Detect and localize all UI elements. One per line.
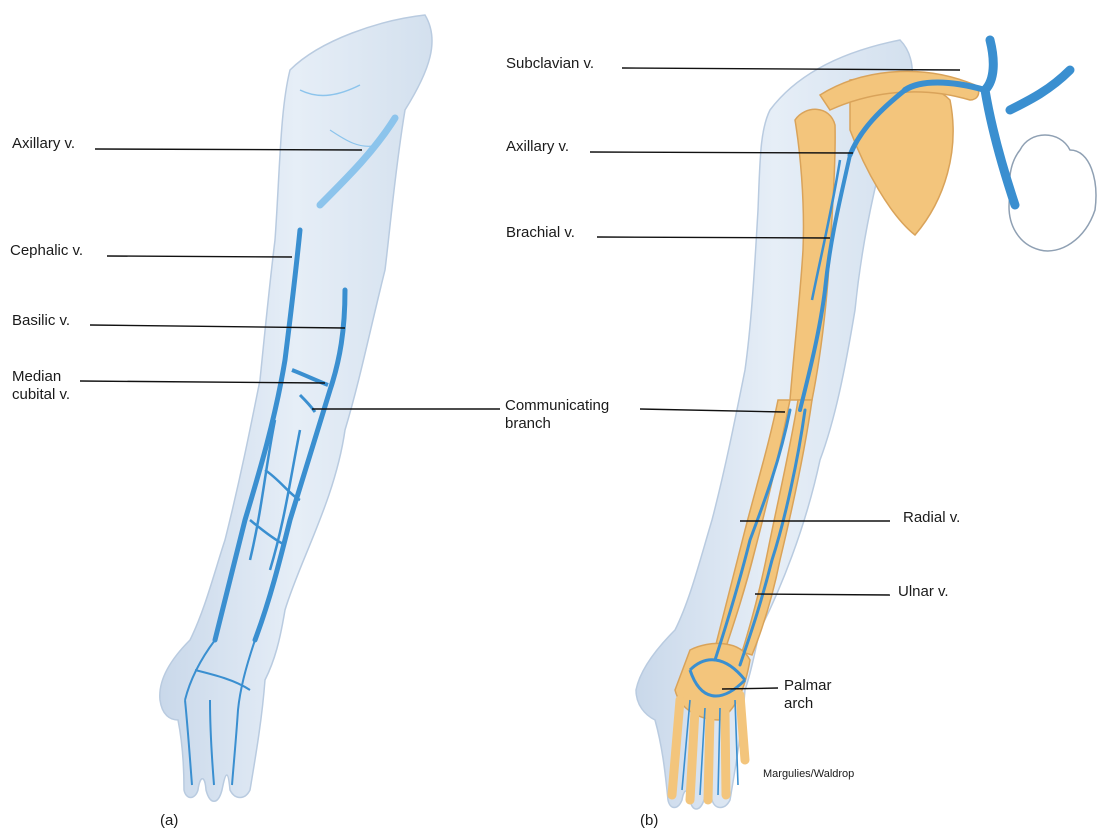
label-axillary-a: Axillary v.: [12, 135, 75, 153]
label-median-cubital-line1: Median: [12, 368, 61, 386]
label-palmar-line2: arch: [784, 695, 813, 713]
label-cephalic-a: Cephalic v.: [10, 242, 83, 260]
caption-panel-b: (b): [640, 812, 658, 830]
label-communicating-line2: branch: [505, 415, 551, 433]
caption-panel-a: (a): [160, 812, 178, 830]
credit-text: Margulies/Waldrop: [763, 765, 854, 783]
leader-ulnar: [755, 594, 890, 595]
leader-axillary-a: [95, 149, 362, 150]
leader-brachial: [597, 237, 830, 238]
label-brachial: Brachial v.: [506, 224, 575, 242]
label-axillary-b: Axillary v.: [506, 138, 569, 156]
label-palmar-line1: Palmar: [784, 677, 832, 695]
label-subclavian: Subclavian v.: [506, 55, 594, 73]
arm-a-silhouette: [160, 15, 432, 801]
label-ulnar: Ulnar v.: [898, 583, 949, 601]
label-radial: Radial v.: [903, 509, 960, 527]
label-communicating-line1: Communicating: [505, 397, 609, 415]
label-basilic-a: Basilic v.: [12, 312, 70, 330]
panel-a-arm: [160, 15, 432, 801]
leader-axillary-b: [590, 152, 853, 153]
leader-cephalic-a: [107, 256, 292, 257]
heart-outline: [1009, 135, 1096, 251]
leader-palmar: [722, 688, 778, 689]
panel-b-arm: [636, 40, 1096, 809]
label-median-cubital-line2: cubital v.: [12, 386, 70, 404]
